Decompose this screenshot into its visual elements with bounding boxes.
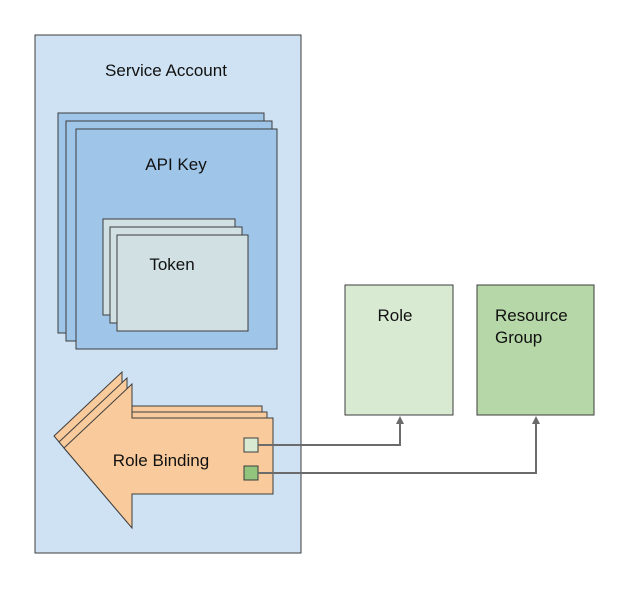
resource-group-port[interactable]	[243, 465, 259, 481]
role-label: Role	[378, 306, 413, 325]
resource-group-box[interactable]: Resource Group	[476, 284, 595, 416]
service-account-label: Service Account	[105, 61, 227, 80]
resource-group-label-line1: Resource	[495, 306, 568, 325]
api-key-label: API Key	[145, 155, 207, 174]
role-binding-arrow-front	[63, 382, 274, 530]
token-stack[interactable]: Token	[102, 218, 249, 332]
token-label: Token	[149, 255, 194, 274]
role-box[interactable]: Role	[344, 284, 454, 416]
connector-to-resource-group[interactable]	[258, 416, 540, 474]
role-port[interactable]	[243, 437, 259, 453]
resource-group-label: Resource Group	[495, 306, 573, 347]
role-binding-stack[interactable]: Role Binding	[53, 370, 274, 530]
role-binding-label: Role Binding	[113, 451, 209, 470]
token-card-front	[116, 234, 249, 332]
connector-to-role[interactable]	[258, 416, 404, 446]
resource-group-label-line2: Group	[495, 328, 542, 347]
